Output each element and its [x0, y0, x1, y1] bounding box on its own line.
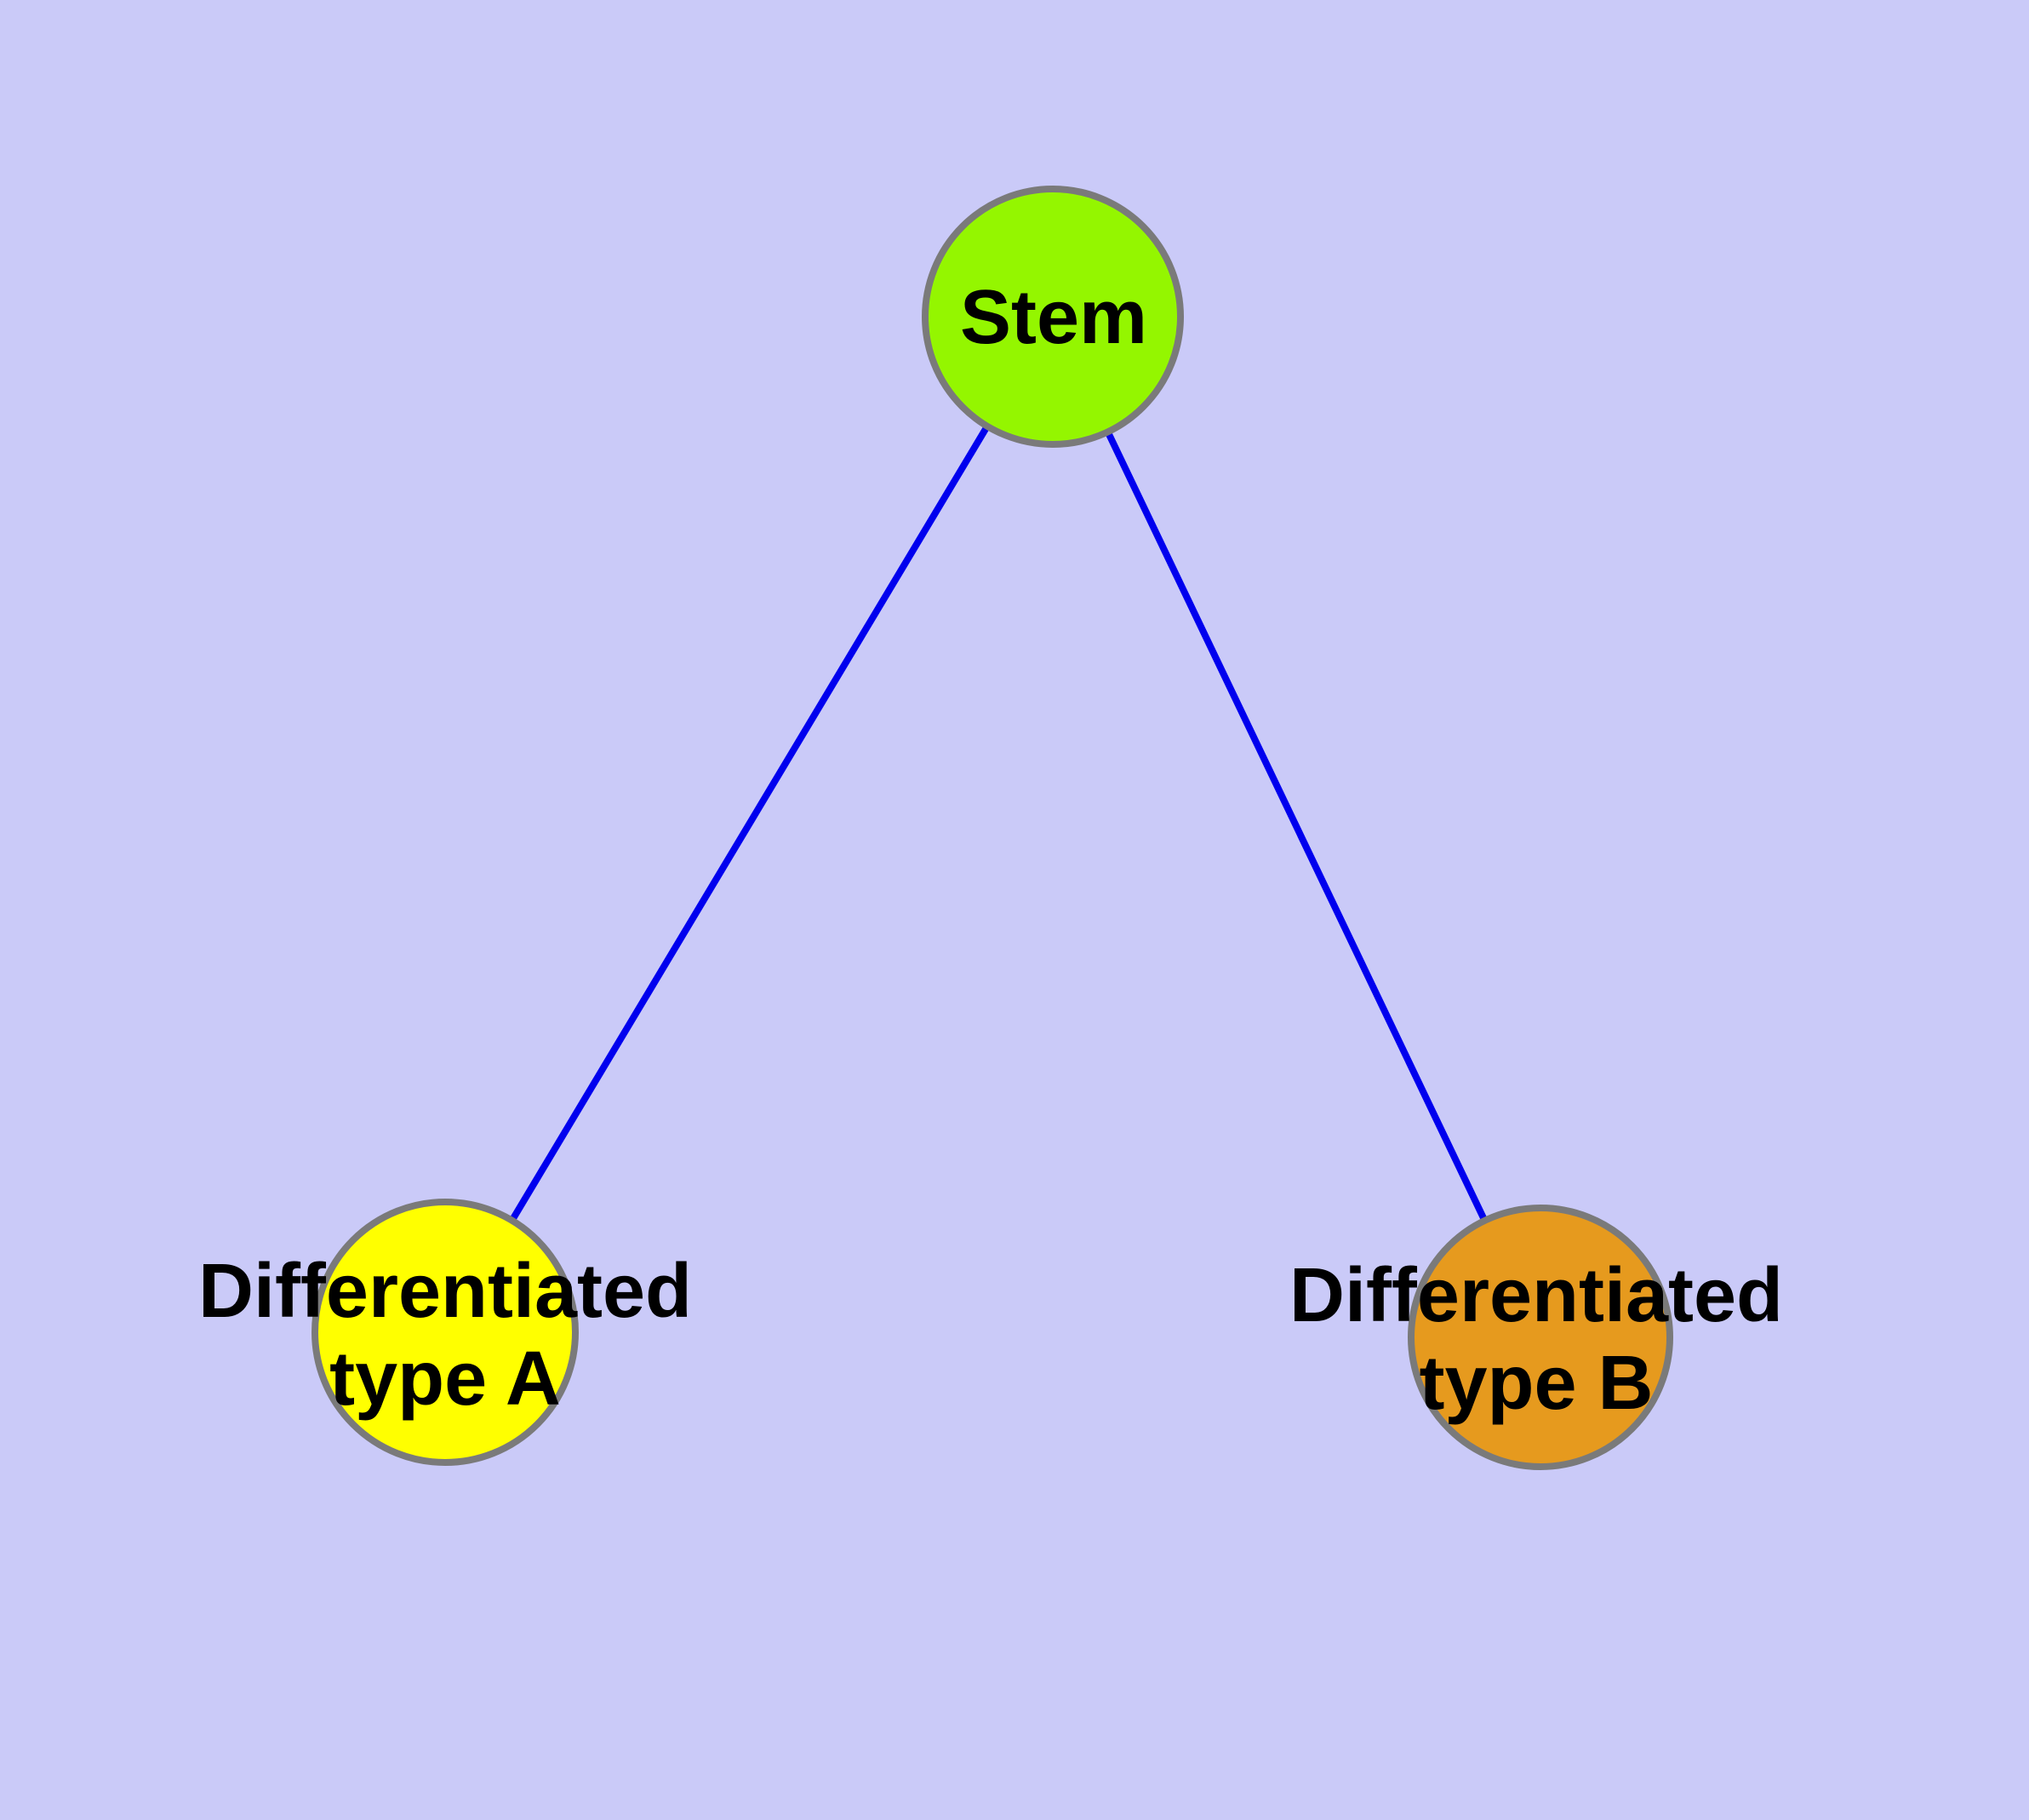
- node-type-b-label-line2: type B: [1419, 1341, 1653, 1426]
- edge-stem-to-type-a: [442, 314, 1056, 1335]
- node-type-b-label-line1: Differentiated: [1289, 1253, 1783, 1338]
- node-stem: [922, 186, 1184, 448]
- node-type-a-label-line1: Differentiated: [198, 1249, 692, 1334]
- node-stem-label: Stem: [960, 275, 1147, 360]
- edge-stem-to-type-b: [1049, 315, 1544, 1339]
- node-type-a-label-line2: type A: [329, 1336, 561, 1422]
- node-differentiated-type-b: [1408, 1205, 1673, 1470]
- node-differentiated-type-a: [311, 1199, 579, 1466]
